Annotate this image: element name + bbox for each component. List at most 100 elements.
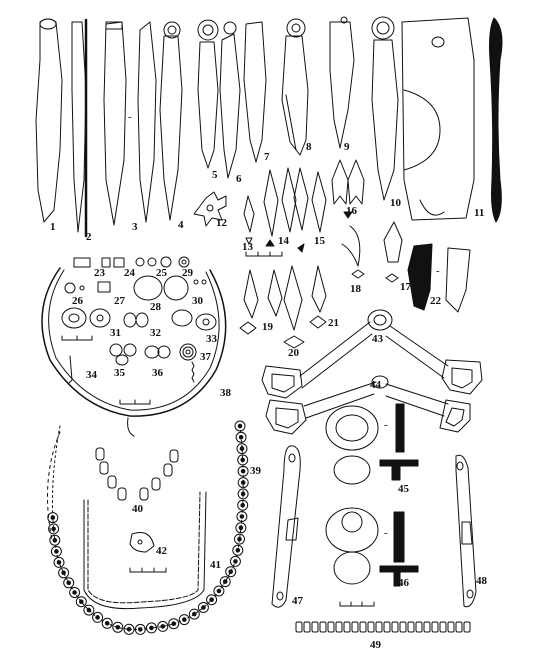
- label-1: 1: [50, 221, 56, 233]
- bead: [455, 621, 463, 633]
- label-29: 29: [182, 267, 193, 279]
- bead-hole: [126, 627, 132, 632]
- label-20: 20: [288, 347, 299, 359]
- artifact-6-knife: [219, 21, 241, 179]
- artifact-22-scraper: [407, 243, 471, 313]
- bead-hole: [237, 536, 242, 542]
- artifact-13-arrowhead: [243, 195, 255, 245]
- label-31: 31: [110, 327, 121, 339]
- label-35: 35: [114, 367, 125, 379]
- artifact-3b-knife: [137, 21, 157, 223]
- artifact-33-bead: [171, 309, 217, 331]
- label-23: 23: [94, 267, 105, 279]
- artifact-48-cheekpiece: [455, 454, 477, 608]
- bead: [178, 614, 190, 626]
- bead-hole: [238, 525, 244, 531]
- artifact-1-knife: [35, 18, 63, 223]
- bead: [157, 620, 169, 632]
- bead: [48, 523, 60, 535]
- bead-hole: [233, 559, 238, 564]
- artifact-41-necklace: [83, 491, 207, 610]
- bead: [237, 477, 249, 489]
- artifact-45-buckle: [325, 403, 419, 485]
- artifact-5-knife: [197, 19, 219, 169]
- bead-hole: [209, 597, 214, 603]
- bead-hole: [171, 621, 176, 627]
- bead: [237, 465, 249, 477]
- artifact-12-ornament: [193, 191, 227, 227]
- bead: [335, 621, 343, 633]
- bead: [237, 488, 249, 500]
- artifact-19b-arrowhead: [267, 269, 283, 317]
- artifact-49-beads: [295, 621, 471, 633]
- bead-hole: [239, 514, 245, 519]
- bead-hole: [51, 526, 56, 532]
- bead: [439, 621, 447, 633]
- label-33: 33: [206, 333, 217, 345]
- artifact-29-bead: [178, 256, 190, 268]
- bead: [327, 621, 335, 633]
- label-6: 6: [236, 173, 242, 185]
- label-21: 21: [328, 317, 339, 329]
- section-dash-45: -: [384, 419, 388, 431]
- artifact-31-bead: [61, 307, 111, 329]
- bead: [303, 621, 311, 633]
- label-42: 42: [156, 545, 167, 557]
- artifact-40-necklace: [95, 447, 179, 501]
- label-13: 13: [242, 241, 253, 253]
- artifact-35-bead: [109, 343, 137, 366]
- artifact-24-bead: [101, 257, 125, 268]
- scale-bar-3: [119, 399, 151, 405]
- bead: [407, 621, 415, 633]
- bead-hole: [240, 480, 246, 485]
- bead: [415, 621, 423, 633]
- bead: [232, 544, 244, 556]
- scale-bar-5: [339, 601, 375, 607]
- bead-hole: [237, 423, 243, 429]
- label-37: 37: [200, 351, 211, 363]
- bead: [53, 556, 65, 568]
- section-dash-46: -: [384, 527, 388, 539]
- label-48: 48: [476, 575, 487, 587]
- bead-hole: [235, 548, 241, 553]
- bead: [375, 621, 383, 633]
- bead-hole: [240, 502, 245, 508]
- bead-hole: [160, 624, 166, 629]
- label-39: 39: [250, 465, 261, 477]
- artifact-7-knife: [243, 21, 267, 163]
- bead: [50, 545, 62, 557]
- artifact-28-bead: [133, 275, 189, 301]
- label-14: 14: [278, 235, 289, 247]
- bead-hole: [115, 625, 121, 630]
- artifact-4-knife: [159, 21, 183, 221]
- artifact-15-arrowhead: [281, 167, 309, 253]
- bead: [319, 621, 327, 633]
- bead-hole: [238, 435, 244, 440]
- artifact-32-bead: [123, 312, 149, 328]
- label-12: 12: [216, 217, 227, 229]
- scale-bar-4: [129, 567, 167, 573]
- artifact-17-point: [383, 221, 403, 283]
- bead-hole: [216, 588, 222, 594]
- bead-hole: [201, 605, 206, 610]
- label-43: 43: [372, 333, 383, 345]
- artifact-46-buckle: [325, 507, 419, 587]
- bead-hole: [192, 611, 197, 617]
- artifact-44-bit: [265, 375, 471, 435]
- bead: [234, 420, 246, 432]
- bead: [463, 621, 471, 633]
- label-17: 17: [400, 281, 411, 293]
- bead: [431, 621, 439, 633]
- bead: [311, 621, 319, 633]
- bead-hole: [239, 446, 245, 451]
- label-2: 2: [86, 231, 92, 243]
- bead: [134, 623, 146, 635]
- bead: [234, 533, 245, 545]
- label-4: 4: [178, 219, 184, 231]
- bead: [343, 621, 351, 633]
- label-22: 22: [430, 295, 441, 307]
- bead: [447, 621, 455, 633]
- label-5: 5: [212, 169, 218, 181]
- bead: [69, 587, 81, 598]
